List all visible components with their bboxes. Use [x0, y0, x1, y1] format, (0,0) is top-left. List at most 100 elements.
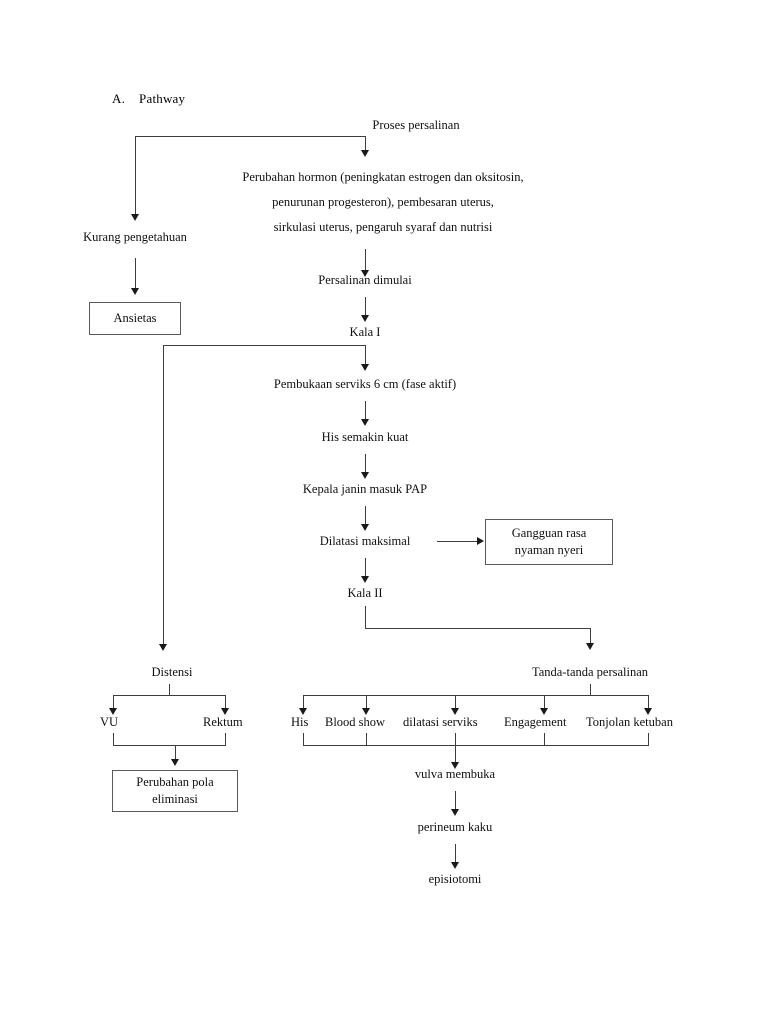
connector-tanda-to-dilatasi-serviks	[455, 695, 456, 710]
box-perubahan-pola-eliminasi: Perubahan pola eliminasi	[112, 770, 238, 812]
arrowhead-to-his-semakin-kuat	[361, 419, 369, 426]
connector-tanda-stub	[590, 684, 591, 696]
connector-dilatasi-to-kala2	[365, 558, 366, 580]
arrowhead-to-kala-i	[361, 315, 369, 322]
node-vulva-membuka: vulva membuka	[414, 767, 496, 781]
box-perubahan-pola-line-2: eliminasi	[152, 792, 198, 806]
connector-perineum-to-episiotomi	[455, 844, 456, 866]
page-heading: A. Pathway	[112, 91, 185, 107]
connector-his-to-kepala	[365, 454, 366, 476]
heading-letter: A.	[112, 91, 126, 106]
node-blood-show: Blood show	[325, 715, 386, 729]
connector-proses-horizontal	[135, 136, 366, 137]
connector-distensi-to-rektum	[225, 695, 226, 710]
arrowhead-to-kepala-janin	[361, 472, 369, 479]
connector-tonjolan-down	[648, 733, 649, 746]
connector-his-down	[303, 733, 304, 746]
node-engagement: Engagement	[504, 715, 567, 729]
arrowhead-to-vulva-membuka	[451, 762, 459, 769]
connector-tanda-to-his	[303, 695, 304, 710]
connector-kurang-to-ansietas	[135, 258, 136, 289]
connector-proses-to-hormon	[365, 136, 366, 152]
arrowhead-to-kala-ii	[361, 576, 369, 583]
arrowhead-to-dilatasi-serviks	[451, 708, 459, 715]
connector-persalinan-to-kala1	[365, 297, 366, 319]
connector-kala2-to-tanda	[590, 628, 591, 645]
arrowhead-to-blood-show	[362, 708, 370, 715]
arrowhead-to-tonjolan-ketuban	[644, 708, 652, 715]
node-tonjolan-ketuban: Tonjolan ketuban	[586, 715, 673, 729]
arrowhead-to-rektum	[221, 708, 229, 715]
node-episiotomi: episiotomi	[428, 872, 482, 886]
box-gangguan-line-1: Gangguan rasa	[511, 526, 587, 540]
arrowhead-to-hormon	[361, 150, 369, 157]
connector-tanda-bracket-bottom	[303, 745, 649, 746]
connector-hormon-to-persalinan	[365, 249, 366, 272]
arrowhead-to-kurang-pengetahuan	[131, 214, 139, 221]
connector-kala2-down	[365, 606, 366, 629]
perubahan-hormon-line-3: sirkulasi uterus, pengaruh syaraf dan nu…	[273, 220, 493, 234]
arrowhead-to-ansietas	[131, 288, 139, 295]
connector-distensi-to-vu	[113, 695, 114, 710]
connector-tanda-to-blood-show	[366, 695, 367, 710]
node-his: His	[291, 715, 309, 729]
box-perubahan-pola-line-1: Perubahan pola	[136, 775, 214, 789]
connector-tanda-bracket-top	[303, 695, 649, 696]
node-dilatasi-serviks: dilatasi serviks	[403, 715, 478, 729]
connector-kala1-to-pembukaan	[365, 345, 366, 367]
node-proses-persalinan: Proses persalinan	[372, 118, 460, 132]
node-pembukaan-serviks: Pembukaan serviks 6 cm (fase aktif)	[273, 377, 457, 391]
arrowhead-to-tanda-tanda	[586, 643, 594, 650]
connector-distensi-bracket-bottom	[113, 745, 226, 746]
heading-title: Pathway	[139, 91, 186, 106]
connector-rektum-down	[225, 733, 226, 746]
arrowhead-to-episiotomi	[451, 862, 459, 869]
node-tanda-tanda-persalinan: Tanda-tanda persalinan	[531, 665, 649, 679]
arrowhead-to-engagement	[540, 708, 548, 715]
arrowhead-to-his	[299, 708, 307, 715]
connector-engagement-down	[544, 733, 545, 746]
node-kepala-janin-masuk-pap: Kepala janin masuk PAP	[302, 482, 428, 496]
arrowhead-to-dilatasi-maksimal	[361, 524, 369, 531]
node-his-semakin-kuat: His semakin kuat	[321, 430, 409, 444]
connector-pembukaan-to-his	[365, 401, 366, 423]
connector-distensi-stub	[169, 684, 170, 696]
connector-dilatasi-to-gangguan	[437, 541, 479, 542]
connector-kala1-horizontal	[163, 345, 366, 346]
perubahan-hormon-line-2: penurunan progesteron), pembesaran uteru…	[272, 195, 494, 209]
arrowhead-to-perineum-kaku	[451, 809, 459, 816]
arrowhead-to-vu	[109, 708, 117, 715]
node-persalinan-dimulai: Persalinan dimulai	[318, 273, 412, 287]
connector-to-vulva-membuka	[455, 733, 456, 766]
perubahan-hormon-line-1: Perubahan hormon (peningkatan estrogen d…	[242, 170, 524, 184]
node-kala-ii: Kala II	[347, 586, 383, 600]
box-gangguan-rasa-nyaman-nyeri: Gangguan rasa nyaman nyeri	[485, 519, 613, 565]
node-perubahan-hormon: Perubahan hormon (peningkatan estrogen d…	[173, 165, 593, 240]
connector-vu-down	[113, 733, 114, 746]
node-rektum: Rektum	[203, 715, 243, 729]
node-dilatasi-maksimal: Dilatasi maksimal	[319, 534, 411, 548]
arrowhead-to-perubahan-pola	[171, 759, 179, 766]
connector-tanda-to-tonjolan-ketuban	[648, 695, 649, 710]
node-vu: VU	[100, 715, 119, 729]
connector-proses-to-kurang	[135, 136, 136, 215]
connector-tanda-to-engagement	[544, 695, 545, 710]
connector-to-perubahan-pola	[175, 745, 176, 761]
node-kurang-pengetahuan: Kurang pengetahuan	[83, 230, 187, 244]
box-ansietas-label: Ansietas	[113, 311, 157, 325]
arrowhead-to-distensi	[159, 644, 167, 651]
arrowhead-to-gangguan-nyeri	[477, 537, 484, 545]
connector-kepala-to-dilatasi	[365, 506, 366, 528]
node-perineum-kaku: perineum kaku	[417, 820, 493, 834]
box-ansietas: Ansietas	[89, 302, 181, 335]
box-gangguan-line-2: nyaman nyeri	[514, 543, 584, 557]
connector-blood-show-down	[366, 733, 367, 746]
arrowhead-to-pembukaan-serviks	[361, 364, 369, 371]
node-kala-i: Kala I	[349, 325, 381, 339]
connector-distensi-bracket-top	[113, 695, 226, 696]
connector-kala2-horizontal	[365, 628, 591, 629]
node-distensi: Distensi	[151, 665, 193, 679]
connector-kala1-to-distensi	[163, 345, 164, 645]
arrowhead-to-persalinan-dimulai	[361, 270, 369, 277]
